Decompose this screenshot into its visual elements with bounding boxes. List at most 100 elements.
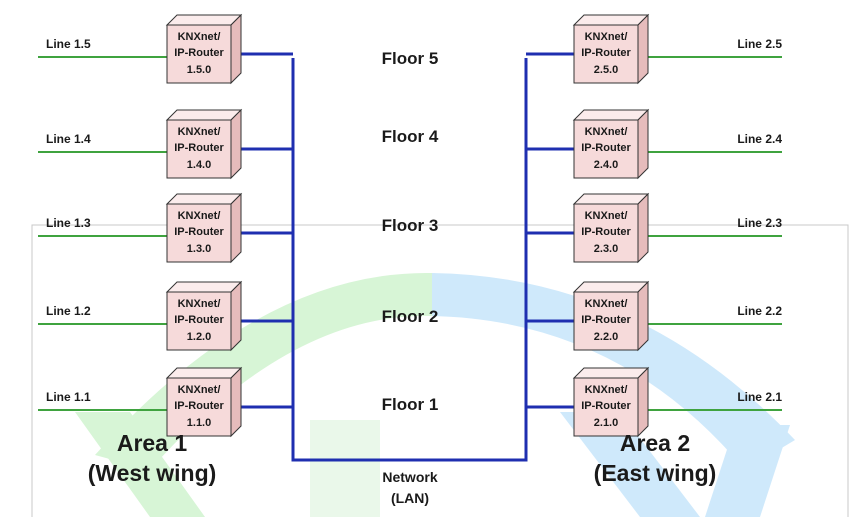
router-address: 1.2.0 xyxy=(187,331,211,343)
router-cube-front xyxy=(573,377,639,437)
router-cube-front xyxy=(573,291,639,351)
router-1.1.0: KNXnet/IP-Router 1.1.0 Line 1.1 xyxy=(38,366,293,438)
network-label: Network (LAN) xyxy=(382,469,437,506)
router-address: 1.5.0 xyxy=(187,64,211,76)
area-2-subtitle: (East wing) xyxy=(594,460,717,486)
watermark-shape-green xyxy=(75,412,205,517)
router-cube-top xyxy=(572,14,650,26)
line-label-1.1.0: Line 1.1 xyxy=(46,390,91,404)
router-cube-top xyxy=(165,14,243,26)
area-1-label: Area 1 (West wing) xyxy=(88,430,217,486)
router-name-line1: KNXnet/ xyxy=(585,298,628,310)
router-cube-front xyxy=(166,377,232,437)
router-name-line1: KNXnet/ xyxy=(178,31,221,43)
router-name-line1: KNXnet/ xyxy=(585,126,628,138)
router-name-line1: KNXnet/ xyxy=(178,210,221,222)
router-cube-side xyxy=(637,108,649,180)
router-cube-side xyxy=(637,366,649,438)
router-name-line1: KNXnet/ xyxy=(585,31,628,43)
router-cube-top xyxy=(572,193,650,205)
watermark-shape-blue xyxy=(560,412,700,517)
router-1.5.0: KNXnet/IP-Router 1.5.0 Line 1.5 xyxy=(38,13,293,85)
router-name-line1: KNXnet/ xyxy=(178,384,221,396)
router-cube-top xyxy=(572,367,650,379)
router-name-line2: IP-Router xyxy=(174,314,224,326)
router-2.4.0: KNXnet/IP-Router 2.4.0 Line 2.4 xyxy=(526,108,782,180)
line-label-1.2.0: Line 1.2 xyxy=(46,304,91,318)
router-cube-side xyxy=(230,192,242,264)
line-label-2.3.0: Line 2.3 xyxy=(737,216,782,230)
router-name-line1: KNXnet/ xyxy=(178,298,221,310)
line-label-2.1.0: Line 2.1 xyxy=(737,390,782,404)
watermark-shape-light xyxy=(310,420,380,517)
router-cube-front xyxy=(573,119,639,179)
line-label-1.5.0: Line 1.5 xyxy=(46,37,91,51)
router-address: 1.1.0 xyxy=(187,417,211,429)
router-cube-side xyxy=(230,13,242,85)
network-subtitle: (LAN) xyxy=(391,490,429,506)
router-name-line1: KNXnet/ xyxy=(585,384,628,396)
router-name-line1: KNXnet/ xyxy=(178,126,221,138)
router-name-line1: KNXnet/ xyxy=(585,210,628,222)
router-name-line2: IP-Router xyxy=(174,47,224,59)
router-address: 2.3.0 xyxy=(594,243,618,255)
router-2.3.0: KNXnet/IP-Router 2.3.0 Line 2.3 xyxy=(526,192,782,264)
watermark-arc-blue xyxy=(432,273,795,470)
router-cube-side xyxy=(637,280,649,352)
router-cube-top xyxy=(165,367,243,379)
router-cube-top xyxy=(165,281,243,293)
floor-labels: Floor 5 Floor 4 Floor 3 Floor 2 Floor 1 xyxy=(382,49,439,414)
line-label-2.2.0: Line 2.2 xyxy=(737,304,782,318)
router-2.5.0: KNXnet/IP-Router 2.5.0 Line 2.5 xyxy=(526,13,782,85)
router-address: 2.2.0 xyxy=(594,331,618,343)
router-cube-side xyxy=(637,192,649,264)
router-address: 2.4.0 xyxy=(594,159,618,171)
router-name-line2: IP-Router xyxy=(581,142,631,154)
router-name-line2: IP-Router xyxy=(581,400,631,412)
router-name-line2: IP-Router xyxy=(581,226,631,238)
floor-label-2: Floor 2 xyxy=(382,307,439,326)
floor-label-3: Floor 3 xyxy=(382,216,439,235)
router-cube-side xyxy=(637,13,649,85)
router-name-line2: IP-Router xyxy=(174,226,224,238)
router-address: 1.3.0 xyxy=(187,243,211,255)
line-label-1.4.0: Line 1.4 xyxy=(46,132,91,146)
router-1.2.0: KNXnet/IP-Router 1.2.0 Line 1.2 xyxy=(38,280,293,352)
router-cube-top xyxy=(572,281,650,293)
router-address: 2.5.0 xyxy=(594,64,618,76)
router-cube-front xyxy=(573,24,639,84)
network-title: Network xyxy=(382,469,437,485)
router-cube-top xyxy=(572,109,650,121)
line-label-2.4.0: Line 2.4 xyxy=(737,132,782,146)
watermark-shape-blue-right xyxy=(705,425,790,517)
background-frame xyxy=(31,224,849,517)
router-cube-front xyxy=(166,291,232,351)
area-2-label: Area 2 (East wing) xyxy=(594,430,717,486)
router-cube-side xyxy=(230,280,242,352)
router-name-line2: IP-Router xyxy=(174,400,224,412)
router-cube-side xyxy=(230,366,242,438)
router-cube-front xyxy=(573,203,639,263)
router-name-line2: IP-Router xyxy=(174,142,224,154)
router-cube-top xyxy=(165,193,243,205)
line-label-2.5.0: Line 2.5 xyxy=(737,37,782,51)
router-cube-top xyxy=(165,109,243,121)
router-name-line2: IP-Router xyxy=(581,314,631,326)
router-2.2.0: KNXnet/IP-Router 2.2.0 Line 2.2 xyxy=(526,280,782,352)
area-1-subtitle: (West wing) xyxy=(88,460,217,486)
router-cube-front xyxy=(166,203,232,263)
area-1-title: Area 1 xyxy=(117,430,188,456)
router-cube-front xyxy=(166,24,232,84)
router-address: 1.4.0 xyxy=(187,159,211,171)
router-cube-side xyxy=(230,108,242,180)
router-1.4.0: KNXnet/IP-Router 1.4.0 Line 1.4 xyxy=(38,108,293,180)
area-2-title: Area 2 xyxy=(620,430,690,456)
floor-label-1: Floor 1 xyxy=(382,395,439,414)
floor-label-4: Floor 4 xyxy=(382,127,439,146)
line-label-1.3.0: Line 1.3 xyxy=(46,216,91,230)
router-name-line2: IP-Router xyxy=(581,47,631,59)
